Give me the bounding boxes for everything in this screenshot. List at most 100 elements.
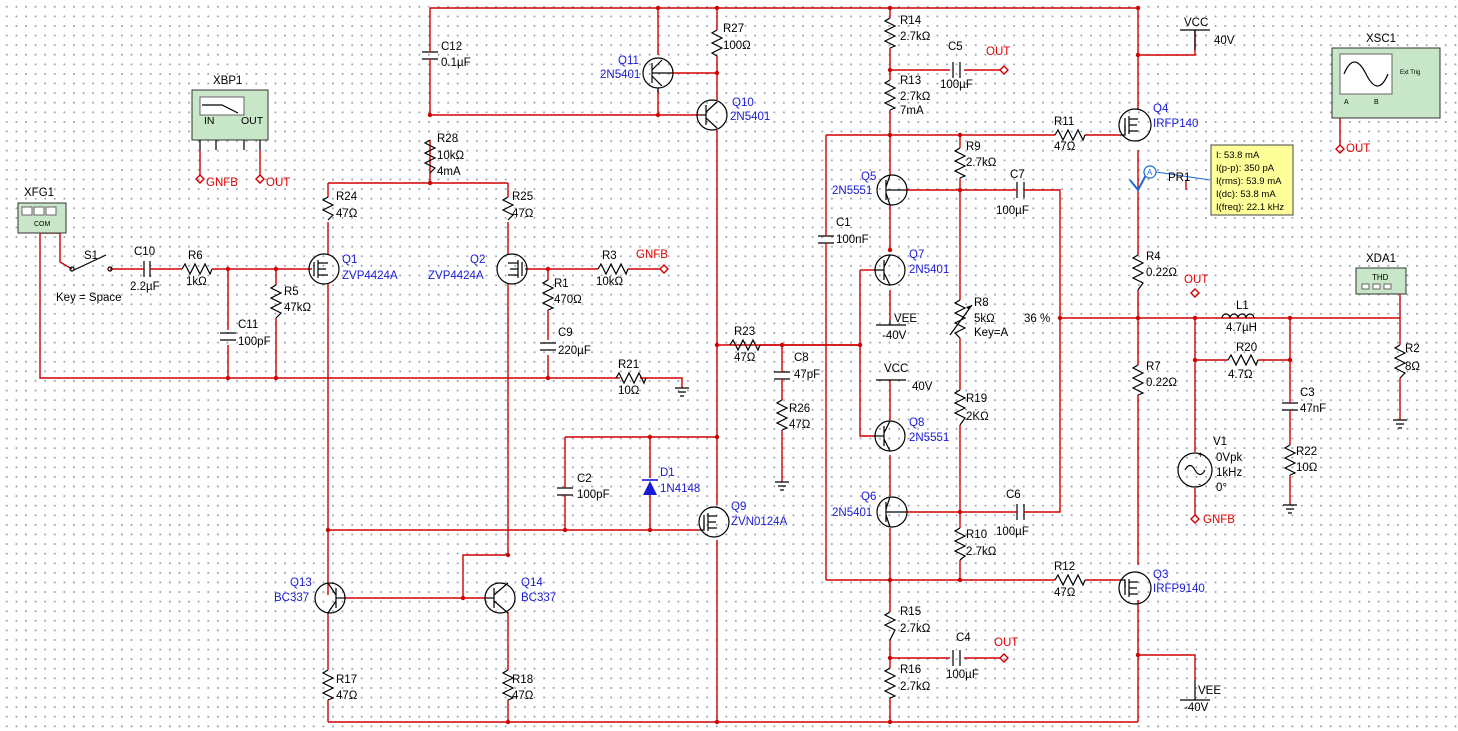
capacitor-c7 [1014,182,1028,198]
q9-ref: Q9 [731,501,746,513]
c11-ref: C11 [238,319,258,331]
c4-val: 100µF [946,669,979,681]
capacitor-c5 [952,62,961,78]
pr1-marker: A [1147,168,1153,177]
v1-vpk: 0Vpk [1216,452,1242,464]
r11-val: 47Ω [1054,141,1076,153]
net-out-xbp1: OUT [266,177,290,189]
r28-ref: R28 [437,133,458,145]
q14-ref: Q14 [521,577,543,589]
r11-ref: R11 [1054,116,1074,128]
xsc1-a: A [1344,99,1349,106]
instrument-xda1[interactable] [1355,267,1407,318]
r26-val: 47Ω [789,419,811,431]
q2-ref: Q2 [470,254,485,266]
source-v1: + - [1177,450,1213,489]
r25-val: 47Ω [512,208,534,220]
resistor-r2 [1393,344,1407,379]
q13-ref: Q13 [290,577,312,589]
probe-line-1: I(p-p): 350 pA [1216,163,1275,174]
vee-bot-val: -40V [1184,702,1209,714]
r23-ref: R23 [734,326,755,338]
xsc1-b: B [1374,99,1379,106]
mosfet-q1 [308,253,340,285]
instrument-xfg1[interactable] [17,202,67,234]
r18-val: 47Ω [512,690,534,702]
capacitor-c12 [422,40,438,68]
r27-ref: R27 [723,23,744,35]
q7-ref: Q7 [909,249,924,261]
c9-val: 220µF [558,345,591,357]
r8-ref: R8 [974,297,989,309]
r17-ref: R17 [336,674,357,686]
r10-val: 2.7kΩ [966,546,997,558]
probe-line-4: I(freq): 22.1 kHz [1216,202,1284,213]
c5-val: 100µF [940,79,973,91]
junction-dots [225,5,1293,725]
r23-val: 47Ω [734,352,756,364]
instrument-xsc1[interactable] [1331,47,1441,119]
c7-val: 100µF [996,205,1029,217]
resistors [181,17,1407,701]
mosfet-q2 [496,253,528,285]
q5-ref: Q5 [861,171,876,183]
bjt-q6 [876,496,908,528]
mosfet-q3 [1118,571,1152,605]
probe-pr1[interactable] [1129,144,1294,216]
c8-val: 47pF [794,369,820,381]
c1-val: 100nF [836,234,869,246]
r27-val: 100Ω [723,40,751,52]
bjt-q7 [874,254,906,286]
resistor-r19 [953,389,967,426]
potentiometer-r8 [953,299,967,339]
resistor-r4 [1131,254,1145,291]
r3-val: 10kΩ [596,276,624,288]
r9-ref: R9 [966,141,981,153]
resistor-r18 [501,669,515,701]
r12-val: 47Ω [1054,587,1076,599]
resistor-r1 [541,279,555,311]
resistor-r22 [1283,444,1297,476]
resistor-r14 [883,17,897,49]
c5-ref: C5 [948,41,963,53]
resistor-r28 [423,139,437,174]
probe-line-3: I(dc): 53.8 mA [1216,189,1276,200]
resistor-r12 [1054,573,1086,587]
q7-part: 2N5401 [909,264,949,276]
r7-val: 0.22Ω [1146,377,1177,389]
s1-ref: S1 [84,250,98,262]
capacitor-c1 [818,233,834,247]
r13-note: 7mA [900,105,924,117]
c3-val: 47nF [1300,403,1326,415]
xfg1-ref: XFG1 [24,187,54,199]
r16-ref: R16 [900,664,921,676]
mosfet-q9 [698,506,730,538]
d1-part: 1N4148 [660,483,700,495]
vee-mid-val: -40V [882,330,907,342]
resistor-r9 [953,147,967,179]
resistor-r6 [181,262,213,276]
r19-val: 2KΩ [966,411,989,423]
r12-ref: R12 [1054,561,1075,573]
r26-ref: R26 [789,403,810,415]
power-rails [876,29,1210,701]
r14-ref: R14 [900,15,922,27]
bjt-q8 [874,420,906,452]
r15-ref: R15 [900,606,921,618]
q1-ref: Q1 [342,254,357,266]
net-out-xsc1: OUT [1346,143,1370,155]
xfg1-com: COM [34,221,51,228]
instrument-xbp1[interactable] [191,89,269,150]
c1-ref: C1 [836,217,851,229]
c6-ref: C6 [1006,489,1021,501]
c11-val: 100pF [238,336,271,348]
vee-mid-name: VEE [894,313,917,325]
r19-ref: R19 [966,393,987,405]
capacitor-c2 [557,485,573,500]
resistor-r7 [1131,364,1145,396]
q10-ref: Q10 [732,97,754,109]
bjt-q10 [696,99,728,131]
s1-key: Key = Space [56,292,122,304]
